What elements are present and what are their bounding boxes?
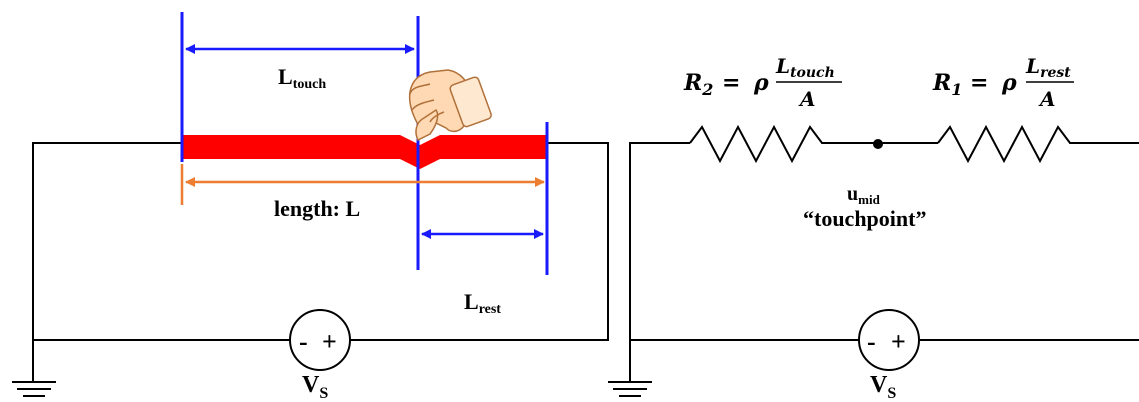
touchpoint-caption: “touchpoint” [803, 206, 926, 231]
resistor-r2-icon [689, 124, 830, 164]
svg-text:R1: R1 [932, 70, 962, 99]
left-circuit: Ltouch length: L Lrest - + VS [12, 12, 609, 402]
svg-text:Ltouch: Ltouch [775, 54, 835, 81]
resistive-strip [182, 135, 548, 169]
voltage-source-icon: - + [289, 309, 351, 371]
node-label: umid [847, 183, 881, 207]
r2-formula: R2 = ρ Ltouch A [683, 54, 842, 111]
svg-text:R2: R2 [683, 70, 713, 99]
svg-text:=: = [722, 70, 740, 96]
r1-formula: R1 = ρ Lrest A [932, 54, 1074, 111]
blue-dimension-lines [180, 12, 549, 275]
right-circuit: R2 = ρ Ltouch A R1 = ρ Lrest A umid “tou… [608, 54, 1139, 402]
svg-text:A: A [1038, 87, 1056, 111]
voltage-source-icon: - + [858, 309, 920, 371]
left-wires [32, 142, 609, 382]
touchpoint-node [873, 139, 883, 149]
svg-text:+: + [891, 327, 906, 356]
rest-length-label: Lrest [464, 289, 501, 317]
ground-icon [608, 381, 652, 397]
svg-text:ρ: ρ [1001, 70, 1017, 96]
touch-length-label: Ltouch [278, 64, 326, 92]
svg-text:-: - [867, 327, 876, 356]
ground-icon [12, 381, 56, 397]
source-label: VS [870, 372, 896, 402]
svg-text:A: A [798, 87, 816, 111]
total-length-dimension [180, 164, 545, 205]
resistor-r1-icon [937, 124, 1078, 164]
source-label: VS [302, 372, 328, 402]
total-length-label: length: L [274, 196, 360, 221]
svg-text:-: - [299, 327, 308, 356]
svg-text:Lrest: Lrest [1025, 54, 1071, 81]
svg-text:=: = [970, 70, 988, 96]
pointing-hand-icon [408, 69, 492, 142]
svg-text:ρ: ρ [753, 70, 769, 96]
right-wires [629, 142, 1139, 382]
svg-text:+: + [322, 327, 337, 356]
